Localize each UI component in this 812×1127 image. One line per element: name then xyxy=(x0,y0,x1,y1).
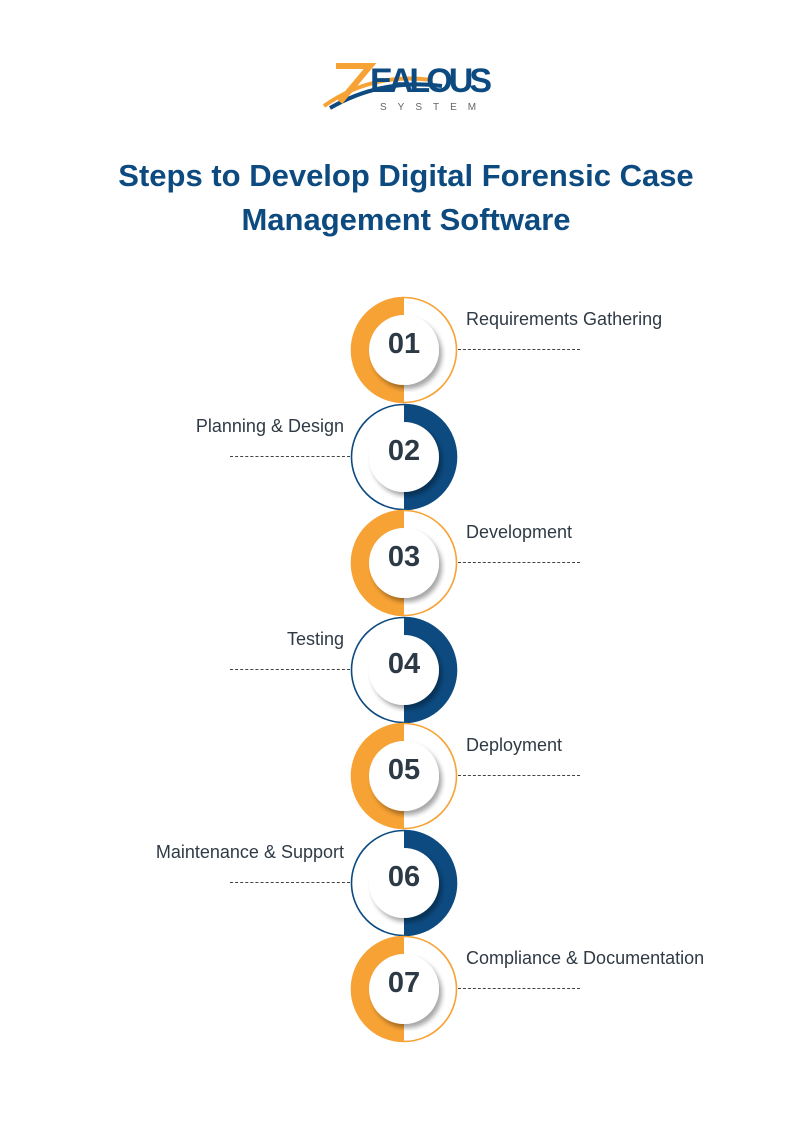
page-title-line1: Steps to Develop Digital Forensic Case xyxy=(118,158,694,193)
dashed-connector xyxy=(230,881,350,883)
svg-text:SYSTEM: SYSTEM xyxy=(380,102,487,113)
step-circle xyxy=(350,616,458,723)
step-number: 02 xyxy=(387,434,421,467)
dashed-connector xyxy=(230,455,350,457)
step-label: Requirements Gathering xyxy=(466,309,663,329)
dashed-connector xyxy=(230,668,350,670)
step-label: Development xyxy=(466,522,573,542)
step-circle xyxy=(350,403,458,510)
step-circle xyxy=(350,935,458,1043)
step-label: Planning & Design xyxy=(195,415,344,436)
step-04: 04 Testing xyxy=(0,615,812,723)
dashed-connector xyxy=(458,988,580,989)
dashed-connector xyxy=(458,775,580,776)
dashed-connector xyxy=(458,562,580,563)
step-label: Deployment xyxy=(466,735,563,755)
page-title-line2: Management Software xyxy=(241,202,571,237)
step-number: 06 xyxy=(387,860,421,893)
step-number: 03 xyxy=(387,541,421,573)
step-06: 06 Maintenance & Support xyxy=(0,828,812,936)
step-circle xyxy=(350,296,458,404)
step-07: 07 Compliance & Documentation xyxy=(0,934,812,1043)
svg-text:EALOUS: EALOUS xyxy=(370,62,492,100)
zealous-system-logo: EALOUS SYSTEM xyxy=(322,62,492,113)
step-02: 02 Planning & Design xyxy=(0,402,812,510)
dashed-connector xyxy=(458,349,580,350)
step-number: 01 xyxy=(387,328,421,360)
step-05: 05 Deployment xyxy=(0,721,812,830)
step-03: 03 Development xyxy=(0,508,812,617)
step-circle xyxy=(350,829,458,936)
step-circle xyxy=(350,509,458,617)
step-label: Maintenance & Support xyxy=(155,841,344,862)
step-label: Testing xyxy=(286,628,344,649)
step-number: 04 xyxy=(387,647,421,680)
step-number: 05 xyxy=(387,754,421,786)
step-01: 01 Requirements Gathering xyxy=(0,295,812,404)
step-circle xyxy=(350,722,458,830)
step-number: 07 xyxy=(387,967,421,999)
step-label: Compliance & Documentation xyxy=(466,948,705,968)
